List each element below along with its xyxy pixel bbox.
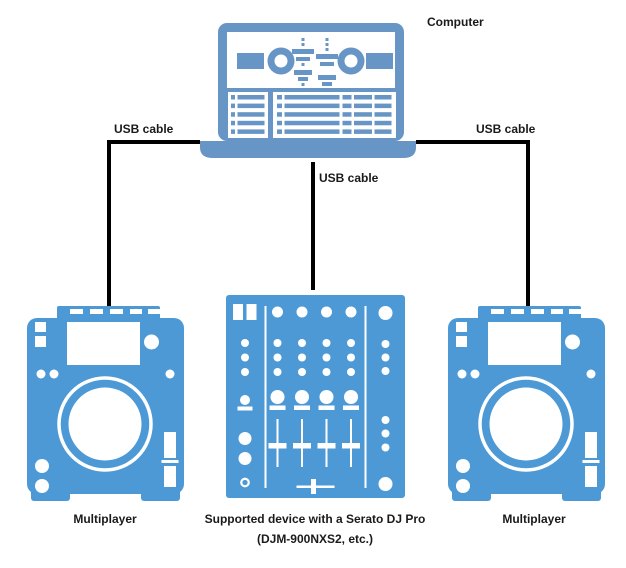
multiplayer-right-icon <box>446 304 607 503</box>
jog-display-rings <box>274 54 358 68</box>
multiplayer-left-label: Multiplayer <box>73 512 137 526</box>
computer-icon <box>200 23 416 158</box>
crossfader-knob <box>311 479 316 494</box>
usb-cable-right-label: USB cable <box>476 122 536 136</box>
mixer-caption-line2: (DJM-900NXS2, etc.) <box>256 532 374 546</box>
multiplayer-right-label: Multiplayer <box>502 512 566 526</box>
laptop-base <box>200 141 416 158</box>
usb-cable-center-label: USB cable <box>319 171 379 185</box>
usb-cable-right-line <box>416 140 530 306</box>
mixer-icon <box>226 295 405 498</box>
multiplayer-left-icon <box>25 304 186 503</box>
computer-label: Computer <box>427 15 484 29</box>
mixer-caption-line1: Supported device with a Serato DJ Pro <box>204 512 426 526</box>
usb-cable-left-line <box>107 140 200 306</box>
dj-software-deck-controls <box>231 38 393 134</box>
usb-cable-left-label: USB cable <box>114 122 174 136</box>
